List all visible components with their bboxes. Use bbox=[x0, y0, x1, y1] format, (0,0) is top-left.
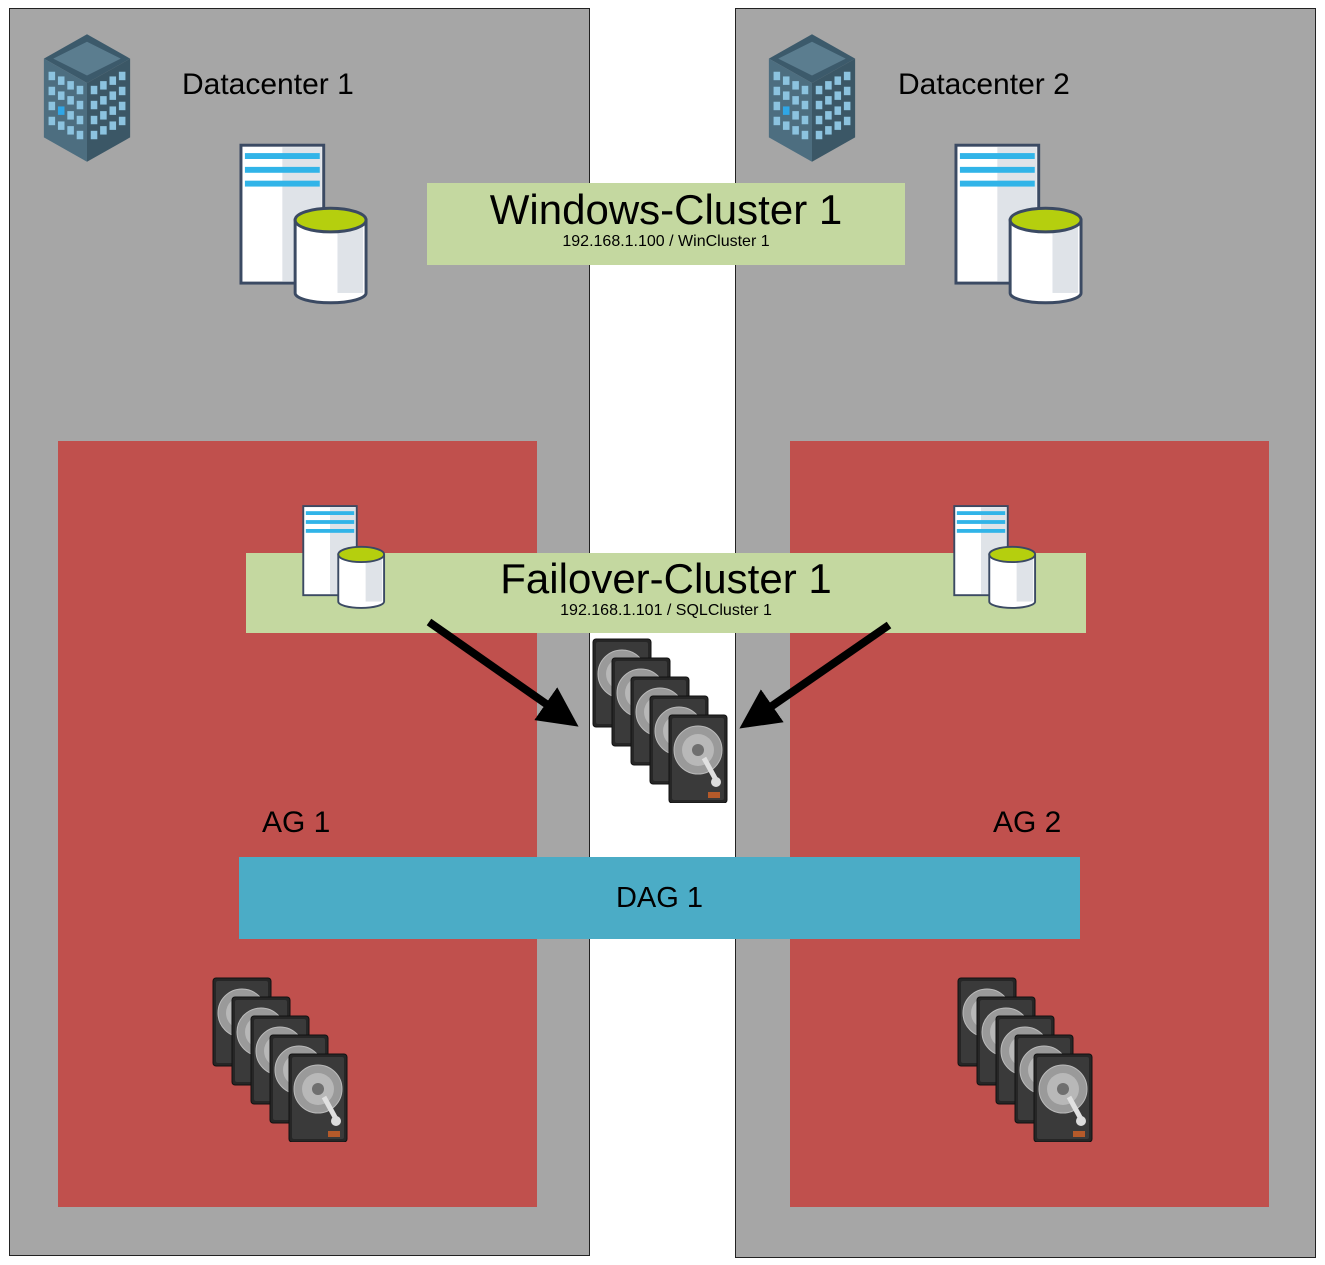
database-server-icon bbox=[954, 143, 1084, 305]
failover-cluster-title: Failover-Cluster 1 bbox=[500, 555, 832, 602]
hard-disk-stack-icon bbox=[592, 638, 732, 803]
building-icon bbox=[42, 28, 132, 168]
windows-cluster-band: Windows-Cluster 1 192.168.1.100 / WinClu… bbox=[427, 183, 905, 265]
failover-cluster-subtitle: 192.168.1.101 / SQLCluster 1 bbox=[560, 602, 772, 619]
windows-cluster-subtitle: 192.168.1.100 / WinCluster 1 bbox=[562, 233, 770, 250]
ag-2-label: AG 2 bbox=[993, 806, 1062, 839]
dag-label: DAG 1 bbox=[615, 881, 704, 914]
datacenter-2-label: Datacenter 2 bbox=[898, 68, 1070, 101]
ag-1-label: AG 1 bbox=[262, 806, 331, 839]
database-server-icon bbox=[302, 504, 386, 610]
dag-band: DAG 1 bbox=[239, 857, 1080, 939]
building-icon bbox=[767, 28, 857, 168]
database-server-icon bbox=[239, 143, 369, 305]
windows-cluster-title: Windows-Cluster 1 bbox=[489, 186, 843, 233]
failover-cluster-band: Failover-Cluster 1 192.168.1.101 / SQLCl… bbox=[246, 553, 1086, 633]
datacenter-1-label: Datacenter 1 bbox=[182, 68, 354, 101]
hard-disk-stack-icon bbox=[957, 977, 1097, 1142]
hard-disk-stack-icon bbox=[212, 977, 352, 1142]
database-server-icon bbox=[953, 504, 1037, 610]
